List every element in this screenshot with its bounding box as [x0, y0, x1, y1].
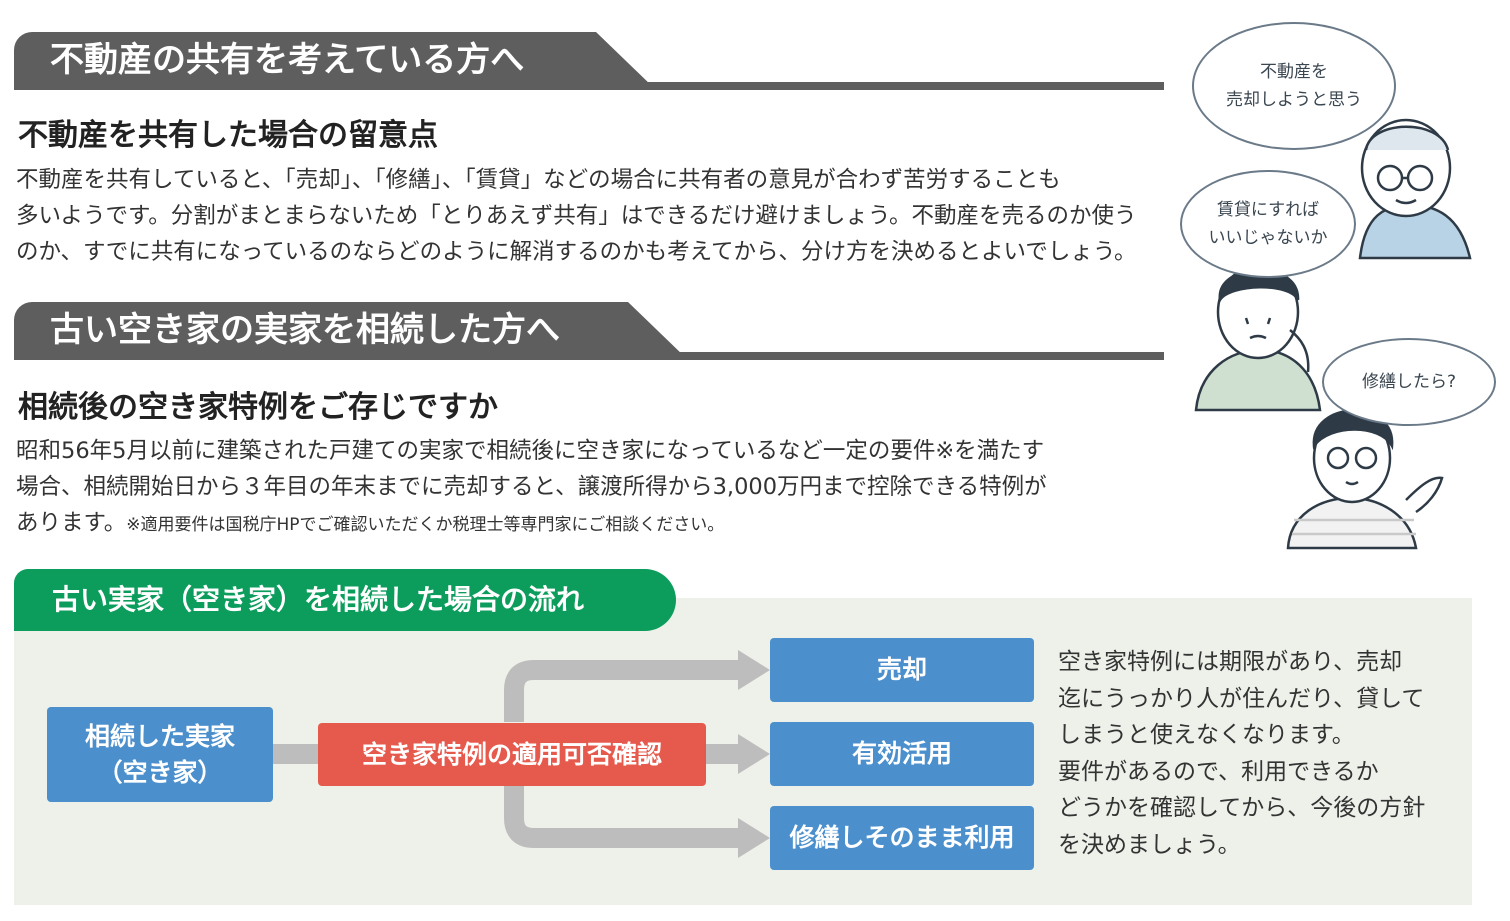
flow-note-line: 迄にうっかり人が住んだり、貸して [1058, 685, 1425, 712]
bubble-line: 賃貸にすれば [1216, 200, 1320, 220]
section-underline [14, 82, 1164, 90]
option-box-repair: 修繕しそのまま利用 [770, 806, 1034, 870]
box-line: 相続した実家 [84, 721, 235, 751]
vacant-body-last: あります。 [16, 510, 127, 536]
vacant-body-line: あります。※適用要件は国税庁HPでご確認いただくか税理士等専門家にご相談ください… [16, 505, 1047, 543]
flow-note-line: どうかを確認してから、今後の方針 [1058, 795, 1426, 821]
flow-note-line: しまうと使えなくなります。 [1058, 722, 1355, 748]
box-line: （空き家） [97, 757, 223, 787]
sharing-body-line: のか、すでに共有になっているのならどのように解消するのかも考えてから、分け方を決… [16, 239, 1137, 265]
option-box-utilize: 有効活用 [770, 722, 1034, 786]
check-box-eligibility: 空き家特例の適用可否確認 [318, 723, 706, 786]
bubble-line: 売却しようと思う [1226, 90, 1362, 110]
speech-bubble-man: 賃貸にすれば いいじゃないか [1180, 170, 1356, 278]
section-title-vacant-house: 古い空き家の実家を相続した方へ [14, 302, 686, 358]
vacant-body-line: 昭和56年5月以前に建築された戸建ての実家で相続後に空き家になっているなど一定の… [16, 438, 1045, 464]
vacant-body-line: 場合、相続開始日から３年目の年末までに売却すると、譲渡所得から3,000万円まで… [16, 474, 1047, 500]
people-illustration [1194, 118, 1472, 550]
section-title-sharing: 不動産の共有を考えている方へ [14, 32, 654, 88]
bubble-line: 不動産を [1260, 62, 1328, 82]
vacant-heading: 相続後の空き家特例をご存じですか [18, 390, 498, 425]
bubble-line: 修繕したら? [1361, 372, 1457, 392]
speech-bubble-elder: 不動産を 売却しようと思う [1192, 22, 1396, 150]
man-figure [1194, 264, 1322, 412]
flow-title: 古い実家（空き家）を相続した場合の流れ [14, 569, 676, 631]
flow-note-line: を決めましょう。 [1058, 831, 1241, 858]
sharing-body-line: 不動産を共有していると、「売却」、「修繕」、「賃貸」などの場合に共有者の意見が合… [16, 167, 1061, 193]
footnote: ※適用要件は国税庁HPでご確認いただくか税理士等専門家にご相談ください。 [126, 515, 725, 535]
flow-note: 空き家特例には期限があり、売却 迄にうっかり人が住んだり、貸して しまうと使えな… [1058, 644, 1425, 863]
start-box-inherited-house: 相続した実家 （空き家） [47, 707, 273, 802]
flow-note-line: 要件があるので、利用できるか [1058, 758, 1379, 785]
sharing-body: 不動産を共有していると、「売却」、「修繕」、「賃貸」などの場合に共有者の意見が合… [16, 162, 1137, 270]
arrow-head [738, 650, 770, 690]
option-box-sell: 売却 [770, 638, 1034, 702]
elder-man-figure [1358, 118, 1472, 260]
flow-note-line: 空き家特例には期限があり、売却 [1058, 649, 1403, 675]
sharing-body-line: 多いようです。分割がまとまらないため「とりあえず共有」はできるだけ避けましょう。… [16, 203, 1137, 229]
section-underline [14, 352, 1164, 360]
speech-bubble-woman: 修繕したら? [1322, 338, 1496, 426]
connector-line [504, 660, 742, 722]
arrow-head [738, 734, 770, 774]
vacant-body: 昭和56年5月以前に建築された戸建ての実家で相続後に空き家になっているなど一定の… [16, 433, 1047, 543]
connector-line [504, 786, 742, 848]
arrow-head [738, 818, 770, 858]
sharing-heading: 不動産を共有した場合の留意点 [18, 118, 438, 153]
bubble-line: いいじゃないか [1208, 228, 1328, 248]
